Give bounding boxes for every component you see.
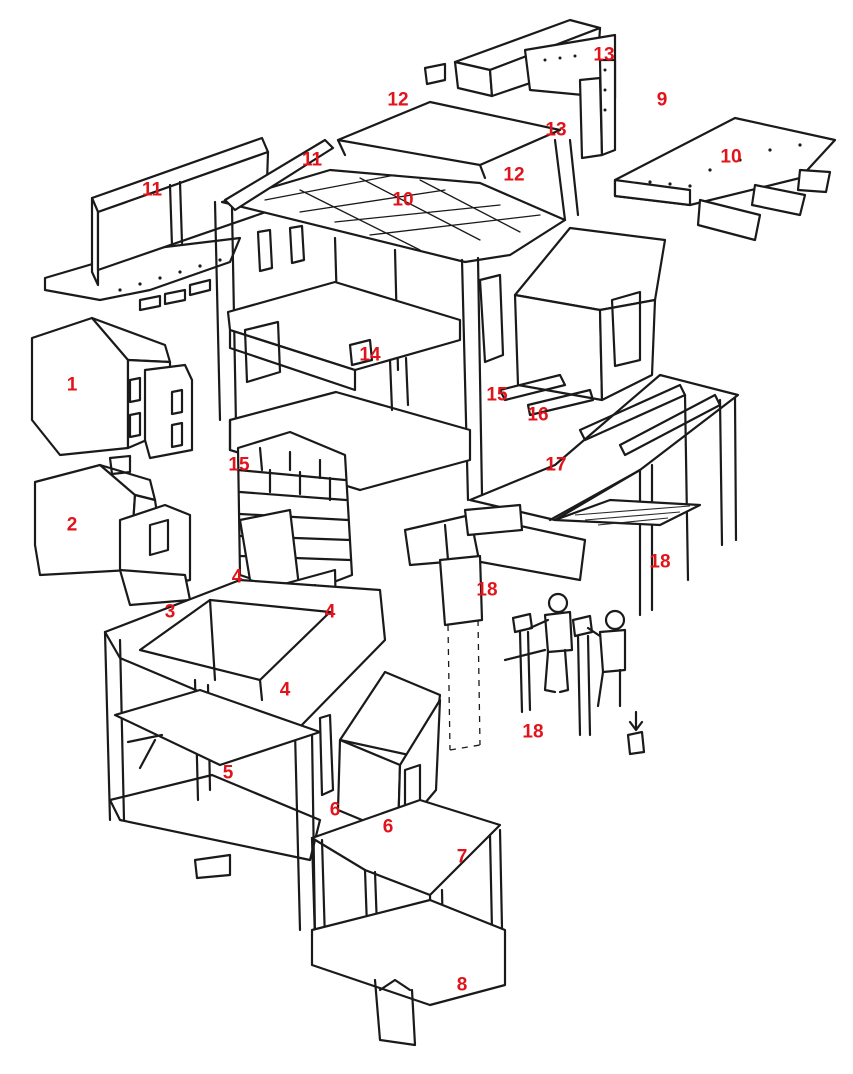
callout-label: 18 xyxy=(476,579,498,601)
callout-label: 11 xyxy=(301,149,323,171)
callout-label: 18 xyxy=(522,721,544,743)
callout-label: 4 xyxy=(231,566,243,588)
callout-label: 14 xyxy=(359,344,381,366)
callout-label: 11 xyxy=(141,179,163,201)
callout-label: 13 xyxy=(593,44,615,66)
callout-label: 4 xyxy=(279,679,291,701)
callout-label: 7 xyxy=(456,846,468,868)
callout-label: 5 xyxy=(222,762,234,784)
callout-label: 16 xyxy=(527,404,549,426)
house-block-1 xyxy=(30,316,194,476)
callout-label: 8 xyxy=(456,974,468,996)
right-beam-frame xyxy=(468,373,740,617)
callout-label: 18 xyxy=(649,551,671,573)
callout-label: 3 xyxy=(164,601,176,623)
small-room-block xyxy=(336,670,442,837)
callout-label: 2 xyxy=(66,514,78,536)
workers-figures xyxy=(503,592,646,756)
callout-label: 10 xyxy=(392,189,414,211)
callout-label: 9 xyxy=(656,89,668,111)
column-and-beam-18 xyxy=(403,503,587,751)
house-block-2 xyxy=(33,463,192,607)
callout-label: 12 xyxy=(387,89,409,111)
callout-label: 15 xyxy=(486,384,508,406)
callout-label: 10 xyxy=(720,146,742,168)
top-beams-13 xyxy=(423,18,617,160)
roof-slab-left xyxy=(43,136,270,312)
right-roof-slab xyxy=(613,116,837,242)
callout-label: 12 xyxy=(503,164,525,186)
callout-label: 1 xyxy=(66,374,78,396)
callout-label: 6 xyxy=(329,799,341,821)
callout-label: 13 xyxy=(545,119,567,141)
callout-label: 6 xyxy=(382,816,394,838)
foundation-frame xyxy=(310,798,507,1047)
side-room-box xyxy=(513,226,667,402)
callout-label: 17 xyxy=(545,454,567,476)
callout-label: 15 xyxy=(228,454,250,476)
callout-label: 4 xyxy=(324,601,336,623)
